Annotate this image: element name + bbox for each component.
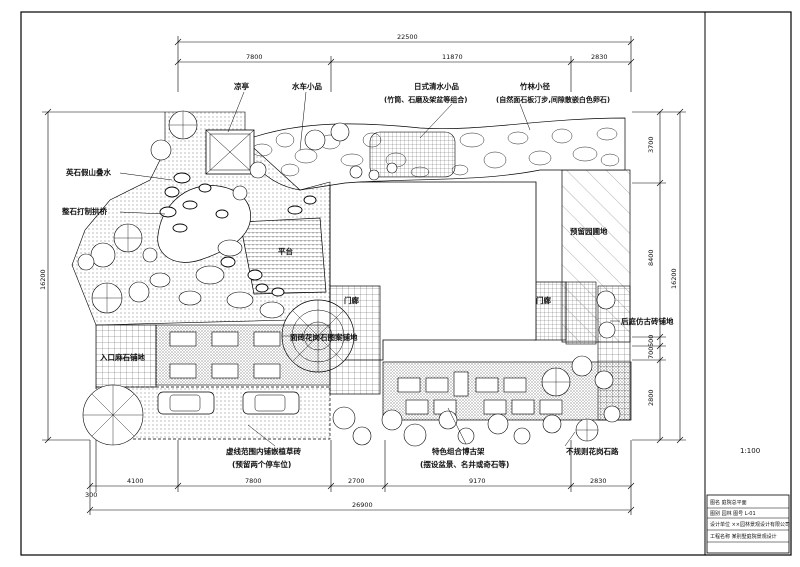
label-platform: 平台 — [278, 246, 293, 256]
label-japanese-water: 日式清水小品 — [414, 81, 459, 91]
right-dimensions — [632, 108, 686, 444]
dim-bottom-seg-2: 7800 — [245, 477, 262, 485]
label-gate-right: 门廊 — [536, 295, 551, 305]
front-planters — [169, 331, 281, 379]
parked-car-left — [157, 391, 215, 415]
dim-right-seg-4: 700 — [647, 347, 655, 359]
label-bamboo-path: 竹林小径 — [519, 81, 550, 91]
bogu-shelf-units — [397, 371, 563, 415]
dim-right-seg-3: 500 — [647, 335, 655, 347]
leader-lines — [119, 91, 620, 447]
bottom-dimensions — [86, 440, 635, 515]
dim-bottom-seg-5: 2830 — [590, 477, 607, 485]
label-bogu-shelf-sub: (摆设盆景、名井或奇石等) — [420, 459, 509, 469]
label-waterwheel: 水车小品 — [292, 81, 322, 91]
title-block: 图名 庭院总平面 图别 园林 图号 L-01 设计单位 ××园林景观设计有限公司… — [706, 494, 790, 554]
label-bogu-shelf: 特色组合博古架 — [432, 446, 485, 456]
dim-left-total: 16200 — [39, 269, 47, 290]
label-pattern-paving: 面砖花岗石图案铺地 — [290, 332, 358, 342]
label-stone-bridge: 整石打制拱桥 — [62, 206, 107, 216]
title-block-row3: 设计单位 ××园林景观设计有限公司 — [710, 521, 790, 528]
dim-bottom-offset: 300 — [85, 491, 97, 499]
dim-bottom-seg-4: 9170 — [469, 477, 486, 485]
wood-platform — [239, 217, 327, 295]
title-block-row1: 图名 庭院总平面 — [710, 499, 747, 506]
label-pavilion: 凉亭 — [234, 81, 249, 91]
entrance-paving — [95, 324, 157, 388]
right-gate-paving — [533, 281, 567, 341]
scale-label: 1:100 — [740, 447, 760, 455]
top-dimensions — [174, 36, 635, 92]
dim-top-total: 22500 — [397, 33, 418, 41]
parked-car-right — [242, 391, 300, 415]
label-japanese-water-sub: (竹筒、石磨及架盆等组合) — [384, 95, 467, 104]
title-block-row4: 工程名称 某别墅庭院景观设计 — [710, 533, 777, 540]
gate-left-paving — [329, 285, 381, 395]
right-pillar-block — [565, 281, 597, 345]
dim-right-seg-5: 2800 — [647, 389, 655, 406]
label-back-paving: 后庭仿古砖铺地 — [621, 316, 674, 326]
label-gate-left: 门廊 — [344, 295, 359, 305]
dim-top-seg-1: 7800 — [246, 53, 263, 61]
dim-right-seg-1: 3700 — [647, 136, 655, 153]
rockery — [159, 172, 317, 297]
label-entrance-paving: 入口麻石铺地 — [99, 352, 145, 362]
dim-top-seg-3: 2830 — [591, 53, 608, 61]
dim-top-seg-2: 11870 — [442, 53, 463, 61]
dim-bottom-total: 26900 — [352, 501, 373, 509]
dim-bottom-seg-3: 2700 — [348, 477, 365, 485]
label-bamboo-path-sub: (自然面石板汀步,间隙散嵌白色卵石) — [496, 95, 610, 104]
dim-right-seg-2: 8400 — [647, 249, 655, 266]
dim-bottom-seg-1: 4100 — [127, 477, 144, 485]
stepping-stones — [149, 239, 285, 319]
dim-right-total: 16200 — [670, 268, 678, 289]
label-lawn-parking-sub: (预留两个停车位) — [232, 459, 291, 469]
outer-frame — [20, 11, 792, 556]
label-lawn-parking: 虚线范围内铺嵌植草砖 — [226, 446, 301, 456]
pavilion — [205, 129, 255, 175]
left-dimensions — [42, 108, 165, 444]
label-flagstone-path: 不规则花岗石路 — [566, 446, 619, 456]
label-reserved-garden: 预留园圃地 — [570, 226, 608, 236]
tree-spokes — [83, 111, 598, 445]
title-block-row2: 图别 园林 图号 L-01 — [710, 510, 756, 517]
label-rockery: 英石假山叠水 — [66, 167, 111, 177]
japanese-water-feature — [369, 131, 456, 178]
